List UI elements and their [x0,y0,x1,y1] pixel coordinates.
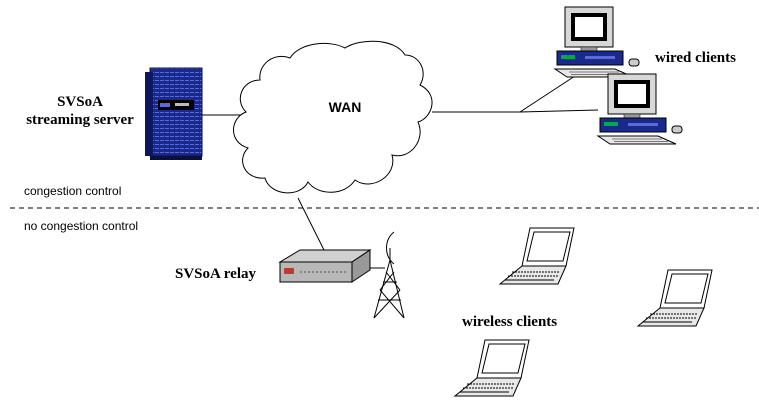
wan-cloud-icon [233,40,433,194]
server-label-line1: SVSoA [57,94,103,110]
server-label-line2: streaming server [26,112,134,128]
no-congestion-control-label: no congestion control [24,219,138,233]
desktop-computer-icon [596,73,683,145]
laptop-icon [453,339,530,397]
wan-label: WAN [329,99,362,115]
antenna-tower-icon [373,231,405,319]
congestion-control-label: congestion control [24,184,121,198]
wireless-clients-label: wireless clients [462,314,557,330]
wired-clients-label: wired clients [655,50,736,66]
wan-relay-link [297,197,329,259]
relay-label: SVSoA relay [175,266,256,282]
wired-client-link-1 [519,73,579,113]
laptop-icon [636,269,713,327]
server-tower-icon [145,67,203,160]
relay-device-icon [278,249,372,283]
wired-client-link-2 [519,109,599,113]
laptop-icon [498,227,575,285]
desktop-computer-icon [553,6,640,78]
